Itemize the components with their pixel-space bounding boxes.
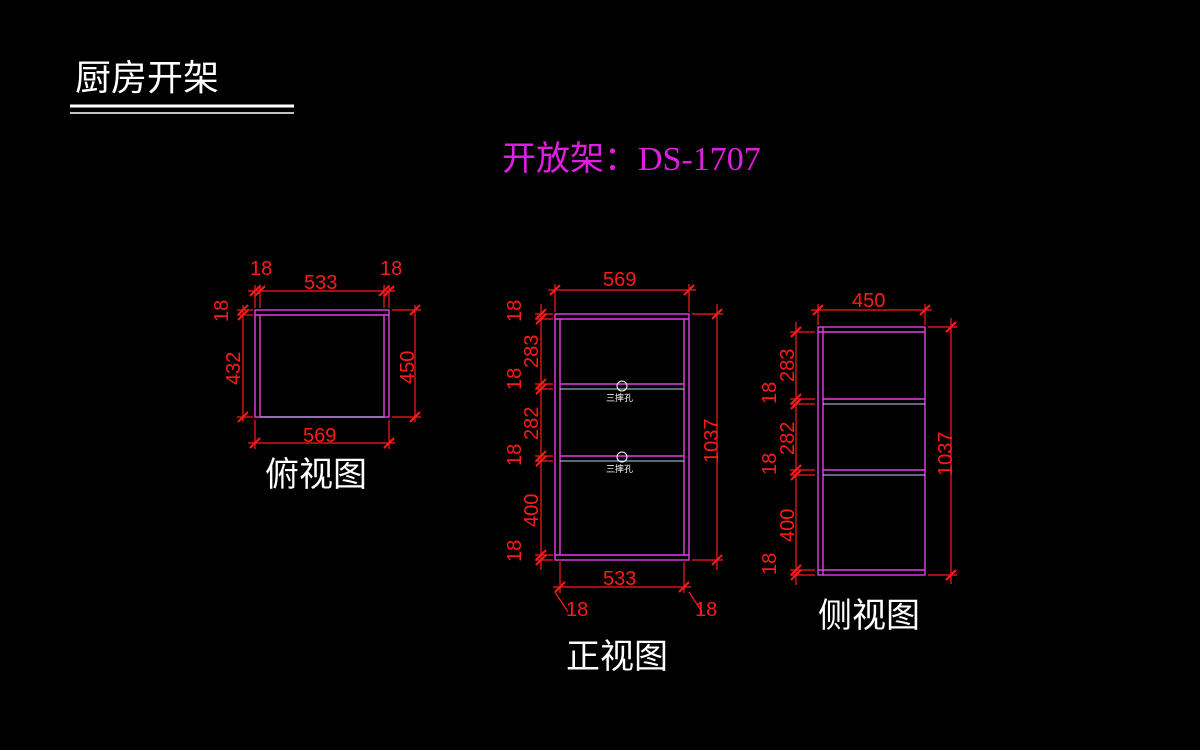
model-title: 开放架：DS-1707: [502, 140, 761, 178]
front-dim-left-thickness: 18: [566, 599, 588, 621]
top-dim-inner-width: 533: [304, 272, 337, 294]
top-view-inner: [259, 314, 385, 418]
front-view-outline: [554, 313, 690, 561]
top-dim-inner-depth: 432: [223, 352, 245, 385]
side-view-label: 侧视图: [818, 596, 920, 636]
side-dim-h2: 282: [777, 422, 799, 455]
side-dim-depth: 450: [852, 290, 885, 312]
front-dim-shelf2-thickness: 18: [504, 444, 526, 466]
front-dim-bottom-thickness: 18: [504, 540, 526, 562]
side-view-outline: [817, 326, 926, 576]
front-view: 三摔孔 三摔孔 569 18 283 18 282 18 400 18: [504, 269, 723, 677]
front-dim-height: 1037: [701, 419, 723, 464]
side-view: 450 283 18 282 18 400 18 1037 侧视图: [759, 290, 957, 636]
front-hole-1: [616, 380, 628, 392]
front-view-label: 正视图: [566, 637, 668, 677]
side-dim-bottom-thickness: 18: [759, 553, 781, 575]
front-hole-label-2: 三摔孔: [606, 463, 633, 475]
front-dim-inner-width: 533: [603, 568, 636, 590]
front-dim-right-thickness: 18: [695, 599, 717, 621]
page-title: 厨房开架: [75, 58, 219, 99]
side-dim-shelf2-thickness: 18: [759, 453, 781, 475]
front-hole-2: [616, 451, 628, 463]
side-dim-h1: 283: [777, 349, 799, 382]
front-dim-shelf1-thickness: 18: [504, 368, 526, 390]
top-view-label: 俯视图: [265, 455, 367, 495]
side-dim-h3: 400: [777, 509, 799, 542]
top-dim-left-thickness: 18: [250, 258, 272, 280]
front-dim-h1: 283: [521, 335, 543, 368]
top-dim-outer-width: 569: [303, 425, 336, 447]
side-dim-shelf1-thickness: 18: [759, 382, 781, 404]
front-dim-h3: 400: [521, 494, 543, 527]
top-dim-depth: 450: [397, 351, 419, 384]
front-dim-h2: 282: [521, 407, 543, 440]
front-dim-outer-width: 569: [603, 269, 636, 291]
top-view: 18 533 18 18 432 450 569 俯视图: [211, 258, 421, 495]
front-hole-label-1: 三摔孔: [606, 392, 633, 404]
side-dim-height: 1037: [935, 432, 957, 477]
top-dim-right-thickness: 18: [380, 258, 402, 280]
top-view-outline: [254, 309, 390, 418]
top-dim-side-thickness: 18: [211, 300, 233, 322]
front-dim-top-thickness: 18: [504, 300, 526, 322]
